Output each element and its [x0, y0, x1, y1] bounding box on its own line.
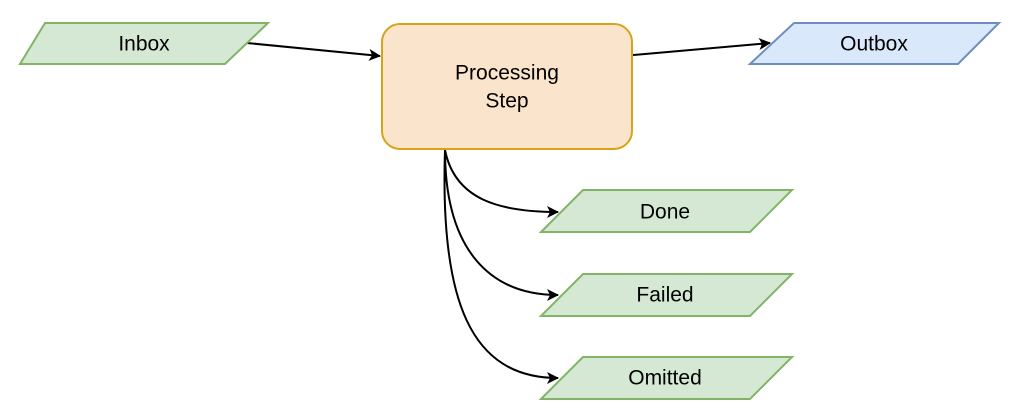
- edge-inbox-to-processing: [246, 42, 381, 61]
- omitted-label: Omitted: [628, 367, 702, 390]
- edge-processing-to-done: [444, 149, 559, 218]
- processing-step-shape: [381, 23, 633, 150]
- omitted-shape: [538, 356, 795, 400]
- edge-processing-to-failed: [444, 149, 559, 301]
- edges: [246, 37, 771, 384]
- outbox-shape: [747, 22, 1002, 65]
- done-label: Done: [640, 201, 690, 224]
- node-processing-step: Processing Step: [381, 23, 633, 150]
- node-omitted: Omitted: [538, 356, 795, 400]
- processing-step-label-line1: Processing: [455, 62, 559, 85]
- edge-processing-to-omitted: [443, 149, 559, 384]
- node-done: Done: [538, 189, 795, 233]
- edge-processing-to-outbox: [632, 37, 771, 56]
- outbox-label: Outbox: [840, 33, 908, 56]
- failed-label: Failed: [636, 284, 693, 307]
- inbox-shape: [18, 22, 271, 65]
- node-failed: Failed: [538, 273, 795, 317]
- node-inbox: Inbox: [18, 22, 271, 65]
- failed-shape: [538, 273, 795, 317]
- done-shape: [538, 189, 795, 233]
- node-outbox: Outbox: [747, 22, 1002, 65]
- processing-step-label-line2: Step: [485, 90, 528, 113]
- inbox-label: Inbox: [118, 33, 170, 56]
